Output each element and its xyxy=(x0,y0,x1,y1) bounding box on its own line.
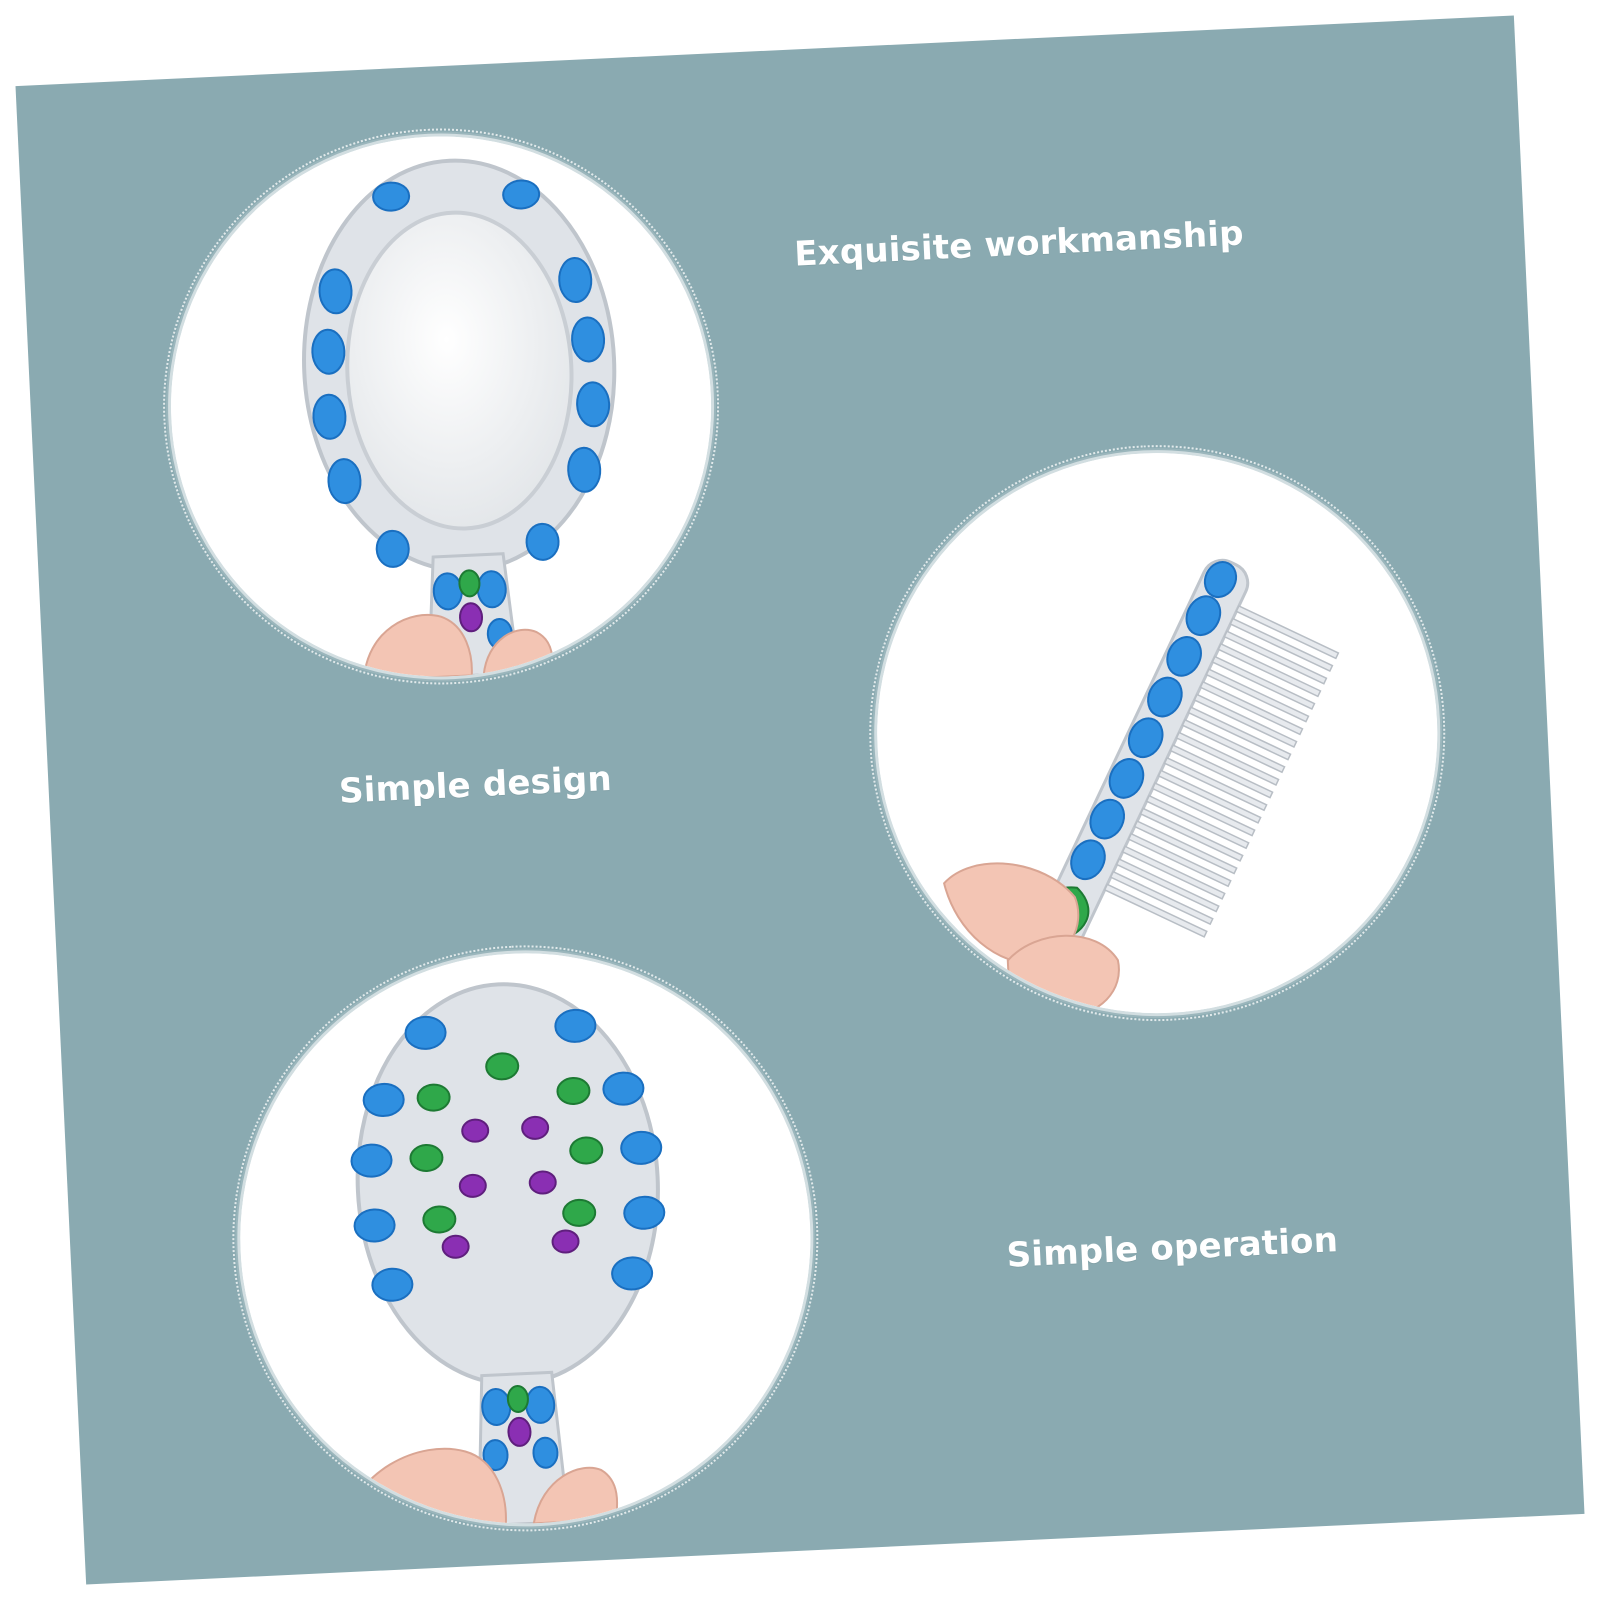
comb-illustration xyxy=(864,440,1451,1026)
caption-exquisite-workmanship: Exquisite workmanship xyxy=(793,213,1245,275)
comb-photo xyxy=(855,431,1459,1035)
product-panel: Exquisite workmanship Simple design xyxy=(15,15,1585,1585)
mirror-back-photo xyxy=(218,931,832,1545)
caption-simple-design: Simple design xyxy=(338,758,613,812)
mirror-front-illustration xyxy=(158,124,724,689)
mirror-back-illustration xyxy=(227,940,824,1537)
caption-simple-operation: Simple operation xyxy=(1005,1220,1339,1276)
mirror-front-photo xyxy=(150,115,732,698)
